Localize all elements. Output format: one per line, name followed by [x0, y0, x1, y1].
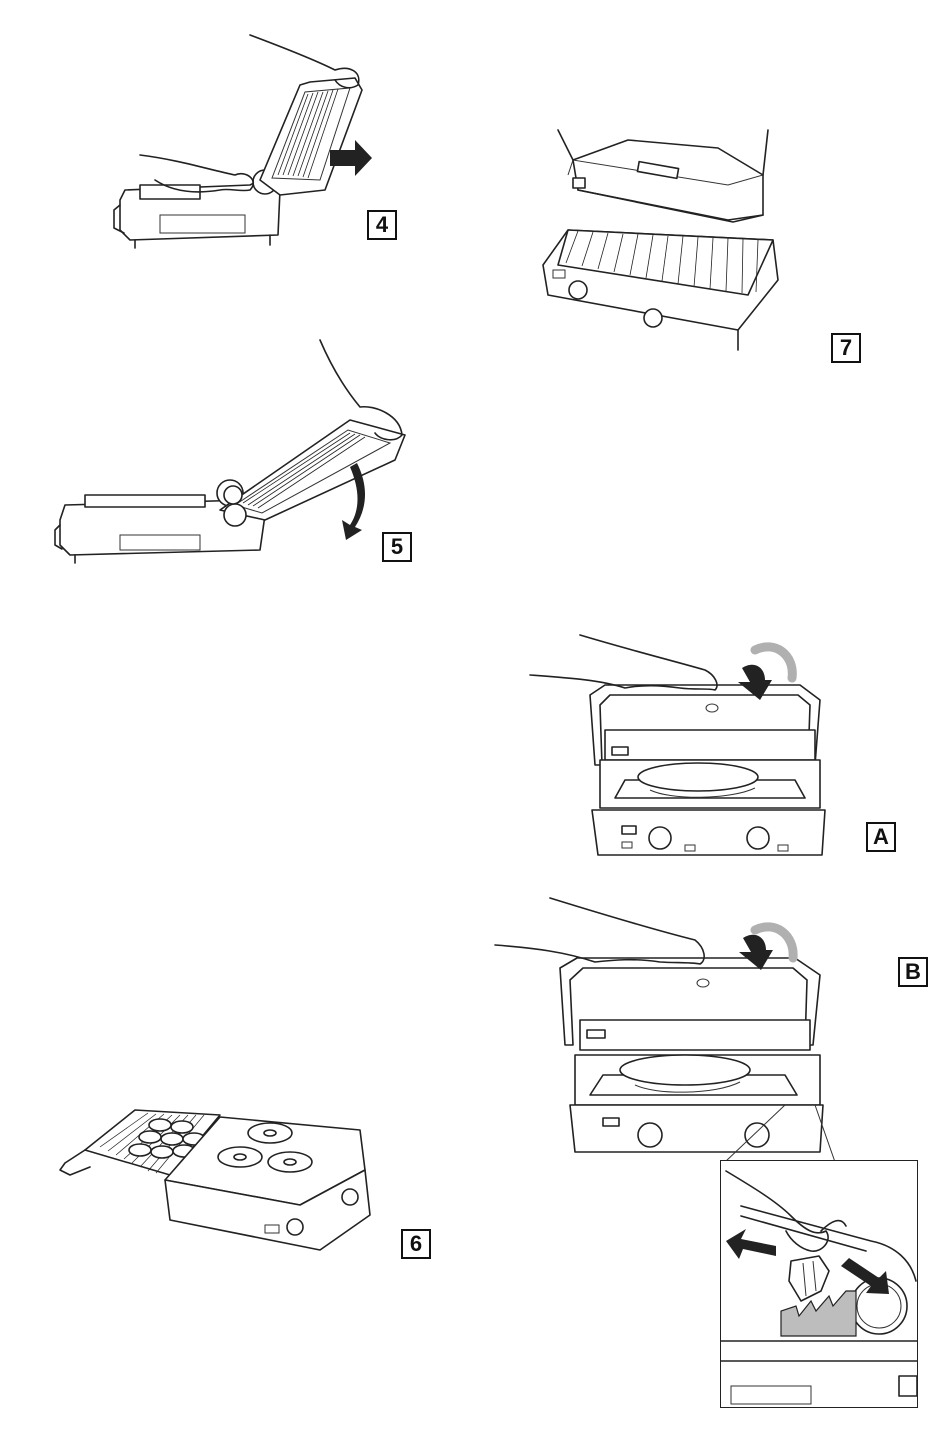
figure-5-label: 5 [382, 532, 412, 562]
figure-7-label: 7 [831, 333, 861, 363]
figure-a-illustration [530, 630, 840, 860]
figure-b-illustration [495, 890, 825, 1155]
figure-a-label: A [866, 822, 896, 852]
figure-b-detail-inset [720, 1160, 918, 1408]
hinge-adjustment-detail [721, 1161, 917, 1407]
figure-7-illustration [538, 130, 788, 355]
figure-4-illustration [100, 30, 400, 260]
figure-6-label: 6 [401, 1229, 431, 1259]
figure-6-illustration [60, 1105, 390, 1255]
figure-4-label: 4 [367, 210, 397, 240]
figure-5-illustration [50, 335, 420, 565]
figure-b-label: B [898, 957, 928, 987]
